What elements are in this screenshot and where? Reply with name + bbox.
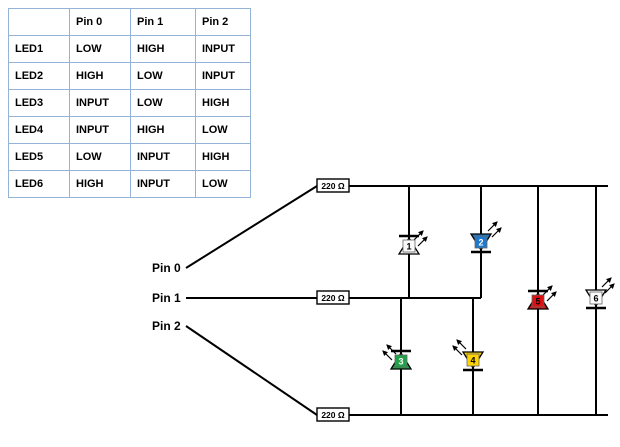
table-header-row: Pin 0 Pin 1 Pin 2: [8, 8, 251, 36]
table-row-led5: LED5 LOW INPUT HIGH: [8, 143, 251, 171]
led-state-table: Pin 0 Pin 1 Pin 2 LED1 LOW HIGH INPUT LE…: [8, 8, 251, 198]
cell-led1-pin2: INPUT: [195, 35, 251, 63]
pin0-label: Pin 0: [152, 261, 181, 275]
led-3-number: 3: [398, 357, 403, 367]
led-4-emission-arrows-icon: [452, 339, 467, 356]
cell-led4-pin1: HIGH: [130, 116, 196, 144]
led-4-number-badge: [466, 353, 480, 367]
led-2: 2: [469, 221, 502, 254]
resistor-pin2: 220 Ω: [316, 407, 350, 422]
cell-led5-pin0: LOW: [69, 143, 131, 171]
led-2-number-badge: [474, 235, 488, 249]
cell-led1-pin1: HIGH: [130, 35, 196, 63]
resistor-pin1-body: [316, 290, 350, 305]
led-1: 1: [397, 230, 428, 255]
led-1-emission-arrows-icon: [413, 230, 428, 247]
cell-led3-pin0: INPUT: [69, 89, 131, 117]
wire-pin0-lead: [185, 185, 318, 269]
led-6-emission-arrows-icon: [601, 277, 615, 294]
led-3-emission-arrows-icon: [382, 344, 397, 361]
led-3: 3: [382, 344, 413, 370]
led-4: 4: [452, 339, 485, 372]
resistor-pin0-body: [316, 178, 350, 193]
cell-led2-pin1: LOW: [130, 62, 196, 90]
col-header-pin2: Pin 2: [195, 8, 251, 36]
cell-led4-pin0: INPUT: [69, 116, 131, 144]
pin1-label: Pin 1: [152, 291, 181, 305]
row-label: LED6: [8, 170, 70, 198]
led-5: 5: [526, 285, 557, 310]
resistor-pin1-label: 220 Ω: [321, 293, 345, 303]
led-1-number-badge: [402, 239, 416, 253]
cell-led1-pin0: LOW: [69, 35, 131, 63]
resistor-pin0: 220 Ω: [316, 178, 350, 193]
row-label: LED1: [8, 35, 70, 63]
led-6-number: 6: [593, 294, 598, 304]
pin2-label: Pin 2: [152, 319, 181, 333]
wire-pin2-lead: [185, 325, 318, 416]
row-label: LED4: [8, 116, 70, 144]
cell-led5-pin2: HIGH: [195, 143, 251, 171]
cell-led6-pin0: HIGH: [69, 170, 131, 198]
led-5-number: 5: [535, 297, 540, 307]
row-label: LED5: [8, 143, 70, 171]
cell-led3-pin2: HIGH: [195, 89, 251, 117]
cell-led5-pin1: INPUT: [130, 143, 196, 171]
led-5-number-badge: [531, 294, 545, 308]
row-label: LED2: [8, 62, 70, 90]
led-1-number: 1: [406, 242, 411, 252]
led-4-number: 4: [470, 356, 475, 366]
led-2-emission-arrows-icon: [487, 221, 502, 238]
col-header-pin0: Pin 0: [69, 8, 131, 36]
table-row-led6: LED6 HIGH INPUT LOW: [8, 170, 251, 198]
table-row-led3: LED3 INPUT LOW HIGH: [8, 89, 251, 117]
resistor-pin1: 220 Ω: [316, 290, 350, 305]
cell-led4-pin2: LOW: [195, 116, 251, 144]
row-label: LED3: [8, 89, 70, 117]
cell-led6-pin1: INPUT: [130, 170, 196, 198]
led-6: 6: [584, 277, 615, 310]
led-3-number-badge: [394, 354, 408, 368]
cell-led2-pin2: INPUT: [195, 62, 251, 90]
resistor-pin0-label: 220 Ω: [321, 181, 345, 191]
cell-led3-pin1: LOW: [130, 89, 196, 117]
table-row-led2: LED2 HIGH LOW INPUT: [8, 62, 251, 90]
resistor-pin2-body: [316, 407, 350, 422]
led-2-number: 2: [478, 238, 483, 248]
table-corner-cell: [8, 8, 70, 36]
table-row-led1: LED1 LOW HIGH INPUT: [8, 35, 251, 63]
table-row-led4: LED4 INPUT HIGH LOW: [8, 116, 251, 144]
cell-led6-pin2: LOW: [195, 170, 251, 198]
wires: [185, 185, 608, 416]
col-header-pin1: Pin 1: [130, 8, 196, 36]
resistor-pin2-label: 220 Ω: [321, 410, 345, 420]
cell-led2-pin0: HIGH: [69, 62, 131, 90]
led-6-number-badge: [589, 291, 603, 305]
led-5-emission-arrows-icon: [542, 285, 557, 302]
